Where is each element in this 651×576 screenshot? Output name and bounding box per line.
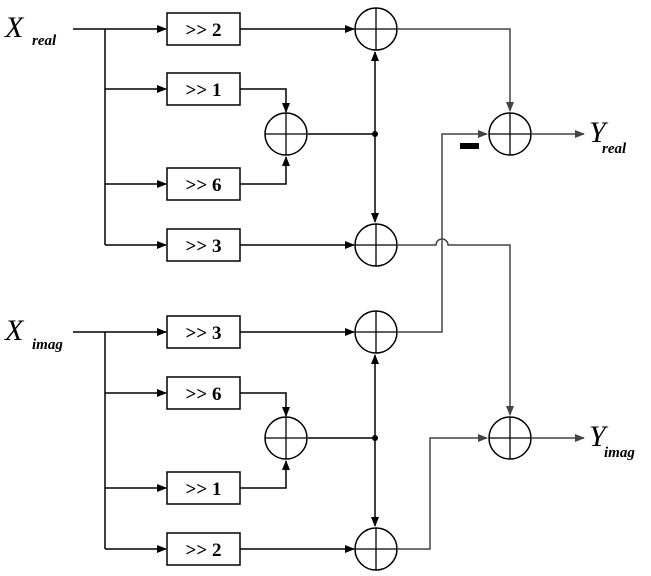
label-subscript: real	[602, 141, 627, 157]
label-main: Y	[589, 420, 609, 453]
adder-output-imag	[488, 416, 532, 460]
output-label-y-imag: Y imag	[589, 420, 635, 461]
shift-block-imag-6: >> 6	[166, 376, 241, 410]
shift-block-imag-1: >> 1	[166, 471, 241, 505]
adder-real-mid	[264, 112, 308, 156]
adder-output-real	[488, 112, 532, 156]
adder-imag-mid	[264, 416, 308, 460]
label-main: Y	[589, 116, 609, 149]
shift-label: >> 1	[186, 479, 222, 500]
adder-real-bottom	[354, 223, 398, 267]
imag-input-wires	[73, 328, 167, 553]
label-subscript: real	[32, 33, 57, 49]
output-label-y-real: Y real	[589, 116, 627, 157]
adder-real-top	[354, 7, 398, 51]
label-subscript: imag	[32, 337, 63, 353]
input-label-x-real: X real	[4, 11, 57, 49]
label-subscript: imag	[604, 445, 635, 461]
real-internal-wires	[240, 25, 379, 249]
shift-block-real-3: >> 3	[166, 228, 241, 262]
adder-imag-bottom	[354, 527, 398, 571]
shift-label: >> 6	[186, 175, 222, 196]
shift-label: >> 2	[186, 20, 222, 41]
shift-label: >> 1	[186, 80, 222, 101]
minus-sign-marker	[460, 143, 479, 149]
shift-label: >> 2	[186, 540, 222, 561]
imag-internal-wires	[240, 328, 379, 553]
input-label-x-imag: X imag	[4, 314, 63, 353]
adder-imag-top	[354, 310, 398, 354]
shift-block-real-2: >> 2	[166, 12, 241, 46]
label-main: X	[4, 11, 25, 44]
shift-block-imag-2: >> 2	[166, 532, 241, 566]
shift-block-imag-3: >> 3	[166, 315, 241, 349]
shift-block-real-6: >> 6	[166, 167, 241, 201]
shift-label: >> 6	[186, 384, 222, 405]
shift-label: >> 3	[186, 323, 222, 344]
shift-block-real-1: >> 1	[166, 72, 241, 106]
output-wires	[398, 28, 585, 550]
real-input-wires	[73, 25, 167, 249]
label-main: X	[4, 314, 25, 347]
shift-label: >> 3	[186, 236, 222, 257]
